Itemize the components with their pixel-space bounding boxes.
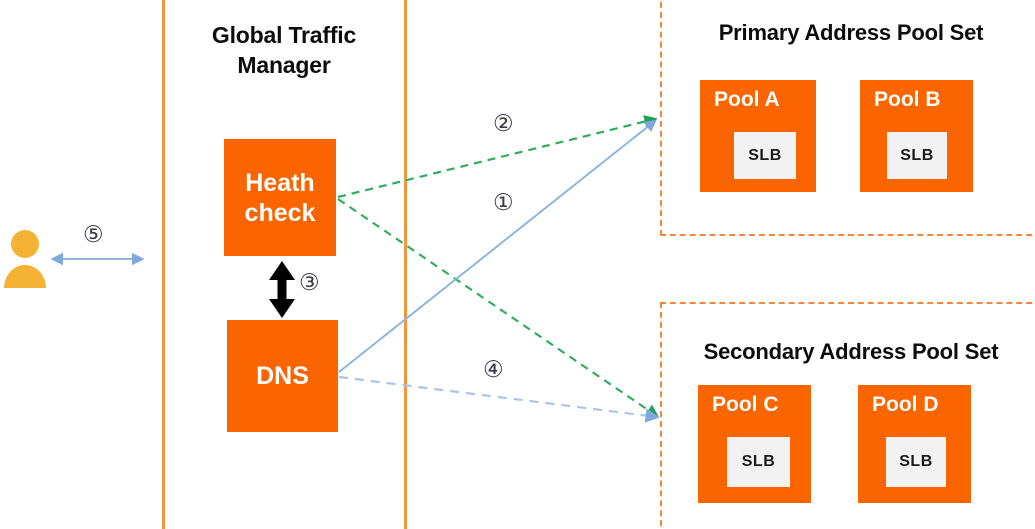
vertical-divider-middle — [404, 0, 407, 529]
pool-b-label: Pool B — [874, 88, 941, 111]
pool-b-slb: SLB — [887, 132, 947, 179]
pool-d-label: Pool D — [872, 393, 939, 416]
step-marker-3: ③ — [299, 270, 320, 296]
pool-a-label: Pool A — [714, 88, 780, 111]
user-person-icon — [4, 230, 46, 288]
vertical-divider-left — [162, 0, 165, 529]
pool-a-slb: SLB — [734, 132, 796, 179]
heath-check-label-line-1: Heath — [245, 168, 315, 197]
pool-c-label: Pool C — [712, 393, 779, 416]
gtm-title-line-2: Manager — [237, 52, 331, 79]
heath-check-label-line-2: check — [244, 198, 316, 227]
connector-step-3 — [269, 261, 295, 318]
pool-a-box[interactable]: Pool A SLB — [700, 80, 816, 192]
dns-box[interactable]: DNS — [227, 320, 338, 432]
heath-check-box[interactable]: Heath check — [224, 139, 336, 256]
pool-d-box[interactable]: Pool D SLB — [858, 385, 971, 503]
secondary-address-pool-set: Secondary Address Pool Set — [660, 302, 1035, 529]
secondary-pool-set-title: Secondary Address Pool Set — [703, 339, 999, 364]
step-marker-2: ② — [493, 111, 514, 137]
pool-d-slb: SLB — [886, 437, 946, 487]
gtm-title-line-1: Global Traffic — [211, 22, 357, 48]
page-title: Global Traffic Manager — [176, 20, 392, 81]
step-marker-4: ④ — [483, 357, 504, 383]
dns-label: DNS — [256, 362, 309, 390]
primary-address-pool-set: Primary Address Pool Set — [660, 0, 1035, 236]
step-marker-5: ⑤ — [83, 222, 104, 248]
pool-c-slb: SLB — [727, 437, 790, 487]
pool-c-box[interactable]: Pool C SLB — [698, 385, 811, 503]
connector-step-4 — [338, 375, 660, 423]
primary-pool-set-title: Primary Address Pool Set — [718, 20, 984, 45]
pool-b-box[interactable]: Pool B SLB — [860, 80, 973, 192]
connector-health-check-secondary — [337, 198, 660, 418]
connector-step-1 — [338, 119, 657, 373]
step-marker-1: ① — [493, 190, 514, 216]
